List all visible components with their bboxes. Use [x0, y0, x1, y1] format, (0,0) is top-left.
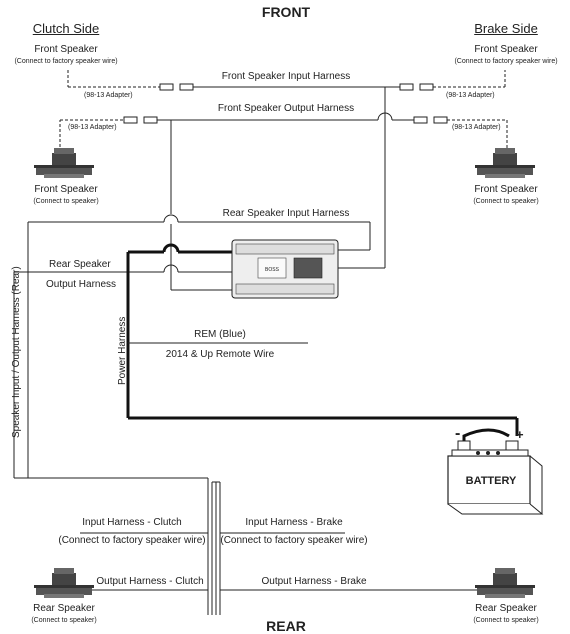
- amp-brand: BOSS: [265, 267, 280, 273]
- adapter-label: (98-13 Adapter): [84, 92, 133, 99]
- rear-output-label-1: Rear Speaker: [49, 259, 111, 270]
- front-right-speaker-note: (Connect to speaker): [473, 198, 539, 205]
- speaker-front-right-icon: [475, 148, 535, 178]
- power-harness: [126, 243, 519, 448]
- speaker-io-rear-label: Speaker Input / Output Harness (Rear): [11, 266, 22, 438]
- front-right-speaker-note: (Connect to factory speaker wire): [454, 58, 558, 65]
- front-input-harness: [67, 70, 506, 88]
- adapter-label: (98-13 Adapter): [446, 92, 495, 99]
- speaker-rear-left-icon: [34, 568, 94, 598]
- rem-label: REM (Blue): [194, 329, 246, 340]
- battery-label: BATTERY: [465, 475, 517, 487]
- harness-feed-lines: [170, 87, 386, 291]
- front-left-speaker-title: Front Speaker: [34, 44, 98, 55]
- rem-sub-label: 2014 & Up Remote Wire: [165, 349, 275, 360]
- rear-input-harness-label: Rear Speaker Input Harness: [222, 208, 350, 219]
- speaker-front-left-icon: [34, 148, 94, 178]
- front-right-speaker-title: Front Speaker: [474, 184, 538, 195]
- output-harness-clutch-label: Output Harness - Clutch: [96, 576, 204, 587]
- brake-side-label: Brake Side: [474, 21, 538, 36]
- input-harness-brake-note: (Connect to factory speaker wire): [220, 535, 368, 546]
- front-label: FRONT: [261, 4, 311, 20]
- front-right-speaker-title: Front Speaker: [474, 44, 538, 55]
- front-output-harness-label: Front Speaker Output Harness: [217, 103, 355, 114]
- input-harness-clutch-label: Input Harness - Clutch: [82, 517, 182, 528]
- input-harness-brake-label: Input Harness - Brake: [245, 517, 343, 528]
- adapter-label: (98-13 Adapter): [68, 124, 117, 131]
- rear-input-harness: [27, 214, 371, 479]
- rear-left-speaker-title: Rear Speaker: [33, 603, 95, 614]
- battery-negative: -: [455, 425, 461, 442]
- rear-right-speaker-title: Rear Speaker: [475, 603, 537, 614]
- input-harness-clutch-note: (Connect to factory speaker wire): [58, 535, 206, 546]
- battery: [447, 440, 544, 515]
- battery-positive: +: [516, 427, 524, 442]
- rear-right-speaker-note: (Connect to speaker): [473, 617, 539, 624]
- front-left-speaker-note: (Connect to factory speaker wire): [14, 58, 118, 65]
- rear-label: REAR: [266, 618, 306, 634]
- front-left-speaker-note: (Connect to speaker): [33, 198, 99, 205]
- rear-speaker-wires: [80, 478, 490, 615]
- power-harness-label: Power Harness: [117, 316, 128, 385]
- rear-left-speaker-note: (Connect to speaker): [31, 617, 97, 624]
- front-input-harness-label: Front Speaker Input Harness: [221, 71, 351, 82]
- amplifier: BOSS: [231, 239, 339, 299]
- clutch-side-label: Clutch Side: [32, 21, 100, 36]
- adapter-label: (98-13 Adapter): [452, 124, 501, 131]
- front-left-speaker-title: Front Speaker: [34, 184, 98, 195]
- rear-output-label-2: Output Harness: [46, 279, 117, 290]
- output-harness-brake-label: Output Harness - Brake: [261, 576, 367, 587]
- speaker-rear-right-icon: [475, 568, 535, 598]
